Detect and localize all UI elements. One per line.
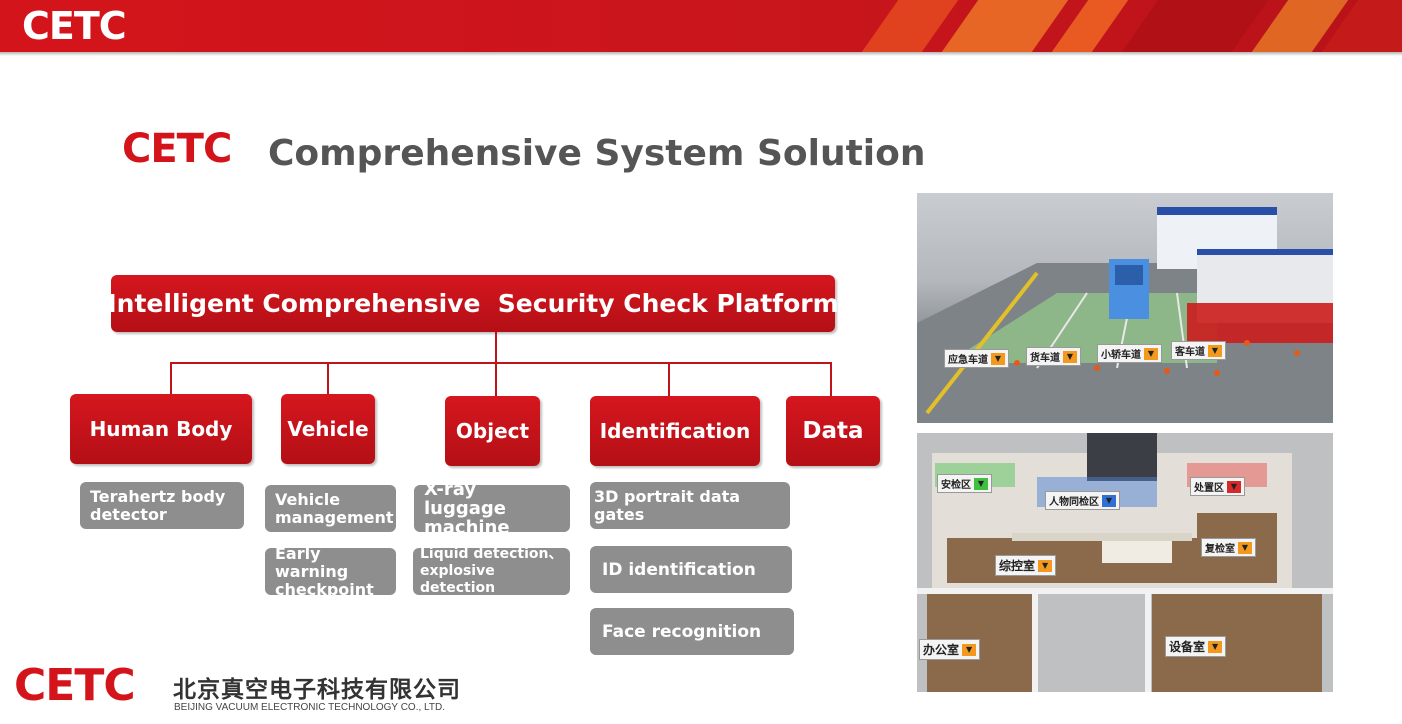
- connector-vehicle: [327, 362, 329, 394]
- banner-shadow: [0, 52, 1402, 56]
- chevron-down-icon: ▼: [1063, 350, 1077, 363]
- item-liquid-detection: Liquid detection、explosive detection: [413, 546, 570, 596]
- item-xray: X-ray luggage machine: [414, 480, 570, 537]
- item-label: 3D portrait data gates: [594, 486, 741, 524]
- chevron-down-icon: ▼: [962, 643, 977, 656]
- chevron-down-icon: ▼: [991, 352, 1005, 365]
- category-label: Object: [455, 419, 530, 443]
- chevron-down-icon: ▼: [1208, 640, 1223, 653]
- connector-horizontal: [170, 362, 832, 364]
- item-label: Early warning checkpoint: [275, 543, 374, 599]
- connector-vertical-main: [495, 332, 497, 396]
- item-label: X-ray luggage machine: [424, 479, 510, 538]
- room-label-office: 办公室▼: [919, 639, 981, 660]
- category-human-body: Human Body: [70, 394, 252, 464]
- platform-label: Intelligent Comprehensive Security Check…: [107, 289, 839, 318]
- page-title: Comprehensive System Solution: [268, 133, 926, 174]
- item-label: Liquid detection、explosive detection: [420, 546, 563, 596]
- item-terahertz: Terahertz body detector: [80, 482, 244, 529]
- item-portrait-gates: 3D portrait data gates: [590, 482, 790, 529]
- floor-plan-illustration: [917, 433, 1333, 692]
- company-name-en: BEIJING VACUUM ELECTRONIC TECHNOLOGY CO.…: [174, 702, 445, 713]
- vehicle-lanes-image: 应急车道▼ 货车道▼ 小轿车道▼ 客车道▼: [917, 193, 1333, 423]
- category-label: Identification: [599, 419, 751, 443]
- room-label-disposal: 处置区▼: [1190, 477, 1245, 496]
- lane-label-emergency: 应急车道▼: [944, 349, 1009, 368]
- room-label-recheck: 复检室▼: [1201, 538, 1256, 557]
- connector-identification: [668, 362, 670, 396]
- item-label: ID identification: [602, 559, 756, 580]
- category-label: Data: [802, 418, 864, 444]
- chevron-down-icon: ▼: [974, 477, 988, 490]
- item-early-warning: Early warning checkpoint: [265, 544, 396, 598]
- room-label-equipment: 设备室▼: [1165, 636, 1227, 657]
- top-banner: CETC: [0, 0, 1402, 52]
- lane-label-car: 小轿车道▼: [1097, 344, 1162, 363]
- chevron-down-icon: ▼: [1102, 494, 1116, 507]
- item-label: Face recognition: [602, 621, 762, 642]
- category-label: Human Body: [89, 417, 233, 441]
- category-identification: Identification: [590, 396, 760, 466]
- item-label: Vehicle management: [275, 489, 394, 527]
- lane-label-bus: 客车道▼: [1171, 341, 1226, 360]
- platform-title-box: Intelligent Comprehensive Security Check…: [107, 275, 839, 332]
- category-vehicle: Vehicle: [281, 394, 375, 464]
- connector-data: [830, 362, 832, 396]
- chevron-down-icon: ▼: [1238, 541, 1252, 554]
- room-label-control: 综控室▼: [995, 555, 1057, 576]
- lane-label-truck: 货车道▼: [1026, 347, 1081, 366]
- room-label-security-check: 安检区▼: [937, 474, 992, 493]
- item-vehicle-management: Vehicle management: [265, 485, 396, 532]
- category-object: Object: [445, 396, 540, 466]
- banner-logo: CETC: [22, 4, 127, 48]
- vehicle-lanes-illustration: [917, 207, 1333, 423]
- room-label-people-object: 人物同检区▼: [1045, 491, 1120, 510]
- item-face-recognition: Face recognition: [590, 608, 794, 655]
- category-data: Data: [786, 396, 880, 466]
- footer-logo: CETC: [14, 660, 136, 711]
- item-label: Terahertz body detector: [90, 486, 226, 524]
- chevron-down-icon: ▼: [1208, 344, 1222, 357]
- item-id-identification: ID identification: [590, 546, 792, 593]
- company-name-cn: 北京真空电子科技有限公司: [173, 677, 461, 703]
- category-label: Vehicle: [287, 417, 369, 441]
- chevron-down-icon: ▼: [1227, 480, 1241, 493]
- chevron-down-icon: ▼: [1144, 347, 1158, 360]
- connector-human-body: [170, 362, 172, 394]
- title-logo: CETC: [122, 126, 232, 172]
- chevron-down-icon: ▼: [1038, 559, 1053, 572]
- floor-plan-image: 安检区▼ 人物同检区▼ 处置区▼ 综控室▼ 复检室▼ 办公室▼ 设备室▼: [917, 433, 1333, 692]
